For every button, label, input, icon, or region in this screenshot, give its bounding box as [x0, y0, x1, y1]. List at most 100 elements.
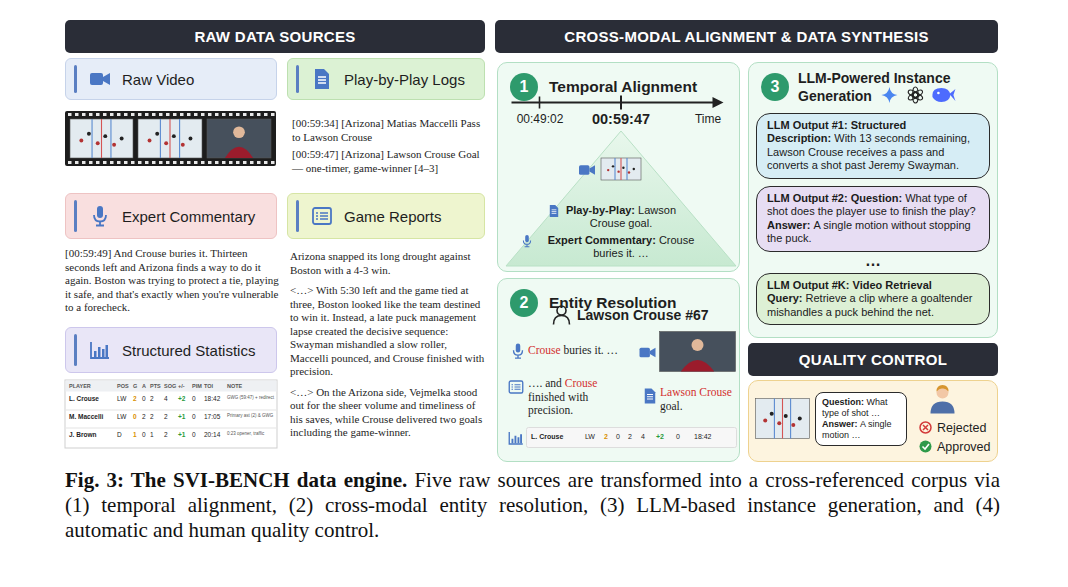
- sprocket-hole: [222, 113, 226, 116]
- review-verdict: Rejected: [937, 421, 986, 435]
- blue-line: [790, 399, 791, 439]
- mic-stand: [525, 244, 530, 246]
- list-lines: [316, 213, 328, 219]
- llm-logos: [881, 87, 955, 103]
- sprocket-hole: [124, 161, 128, 164]
- source-name: Structured Statistics: [122, 342, 255, 359]
- table-cell: LW: [117, 395, 126, 403]
- film-base: [65, 111, 276, 166]
- chart-bar: [520, 434, 522, 443]
- sprocket-hole: [117, 161, 121, 164]
- source-box: Raw Video: [65, 58, 277, 100]
- table-cell: 18:42: [204, 395, 220, 403]
- table-cell: D: [117, 431, 122, 439]
- sprocket-hole: [131, 113, 135, 116]
- mic-icon: [514, 344, 523, 359]
- step-badge: 1: [510, 73, 538, 101]
- player-dot: [103, 134, 107, 138]
- sprocket-hole: [250, 113, 254, 116]
- stats-table: [65, 380, 277, 448]
- video-frame: [756, 399, 810, 439]
- table-cell: 2: [150, 395, 154, 403]
- player-dot: [164, 141, 168, 145]
- sprocket-hole: [180, 161, 184, 164]
- player-head: [233, 126, 245, 138]
- table-cell: 2: [142, 413, 146, 421]
- stats-cell: 0: [616, 433, 620, 441]
- sprocket-hole: [271, 161, 275, 164]
- sprocket-hole: [110, 161, 114, 164]
- source-name: Play-by-Play Logs: [344, 71, 465, 88]
- stats-cell: 2: [628, 433, 632, 441]
- mic-icon: [94, 206, 106, 226]
- table-player-cell: J. Brown: [69, 431, 96, 439]
- section-header-bar: CROSS-MODAL ALIGNMENT & DATA SYNTHESIS: [495, 20, 998, 53]
- sprocket-hole: [117, 113, 121, 116]
- source-box: Expert Commentary: [65, 193, 277, 239]
- table-header-cell: PTS: [150, 383, 161, 390]
- text-column: [00:59:34] [Arizona] Matias Maccelli Pas…: [292, 117, 484, 175]
- table-header-cell: G: [133, 383, 137, 390]
- frame-image: [601, 158, 641, 180]
- reject-cross: [923, 425, 928, 430]
- red-line: [101, 119, 102, 158]
- text-run: buries it. …: [561, 344, 619, 356]
- table-note-cell: Primary ast (2) & GWG: [227, 413, 275, 419]
- table-cell: 1: [133, 431, 137, 439]
- entity-mention: Crouse buries it. …: [528, 344, 632, 358]
- frame-image: [660, 332, 736, 372]
- sprocket-hole: [215, 113, 219, 116]
- player-dot: [172, 134, 176, 138]
- sprocket-hole: [194, 113, 198, 116]
- mic-icon: [523, 235, 530, 247]
- source-name: Game Reports: [344, 208, 442, 225]
- stats-cell: 0: [676, 433, 680, 441]
- camera-lens: [650, 348, 656, 358]
- accent-bar: [296, 200, 299, 232]
- player-jersey: [681, 360, 714, 372]
- mic-holder: [94, 215, 106, 222]
- video-frame: [660, 332, 736, 372]
- player-dot: [798, 417, 802, 421]
- table-cell: 0: [192, 413, 196, 421]
- stats-cell: 2: [604, 433, 608, 441]
- sprocket-hole: [215, 161, 219, 164]
- step-number: 2: [520, 294, 529, 312]
- blue-line: [92, 119, 93, 158]
- table-cell: 2: [164, 413, 168, 421]
- llm-output-bubble: LLM Output #2: Question:What type of sho…: [756, 186, 990, 252]
- section-title: QUALITY CONTROL: [799, 351, 947, 368]
- player-dot: [633, 168, 635, 170]
- chart-icon: [509, 432, 523, 444]
- sprocket-hole: [152, 161, 156, 164]
- sprocket-hole: [208, 161, 212, 164]
- table-header-cell: TOI: [204, 383, 213, 390]
- sprocket-hole: [173, 161, 177, 164]
- video-frame: [601, 158, 641, 180]
- stats-cell: 18:42: [694, 433, 712, 441]
- sprocket-hole: [180, 113, 184, 116]
- section-title: CROSS-MODAL ALIGNMENT & DATA SYNTHESIS: [564, 28, 928, 45]
- stats-cell: LW: [585, 433, 595, 441]
- chart-axis: [509, 432, 523, 444]
- blue-line: [774, 399, 775, 439]
- page-shape: [645, 389, 656, 404]
- table-cell: 1: [150, 431, 154, 439]
- table-cell: 0: [192, 395, 196, 403]
- source-excerpt: [00:59:47] [Arizona] Lawson Crouse Goal …: [292, 148, 484, 175]
- section-title: RAW DATA SOURCES: [194, 28, 355, 45]
- row-rule: [66, 428, 276, 429]
- sprocket-hole: [257, 161, 261, 164]
- llm-output-bubble: LLM Output #1: Structured Description:Wi…: [756, 113, 990, 179]
- player-dot: [148, 139, 152, 143]
- chart-bar: [515, 436, 517, 444]
- whale-eye: [937, 92, 940, 95]
- camera-lens: [103, 73, 110, 85]
- frame-image: [70, 119, 133, 158]
- sprocket-hole: [194, 161, 198, 164]
- step-badge: 2: [510, 289, 538, 317]
- table-header-cell: +/-: [178, 383, 185, 390]
- sprocket-hole: [75, 161, 79, 164]
- player-dot: [112, 143, 116, 147]
- frame-image: [756, 399, 810, 439]
